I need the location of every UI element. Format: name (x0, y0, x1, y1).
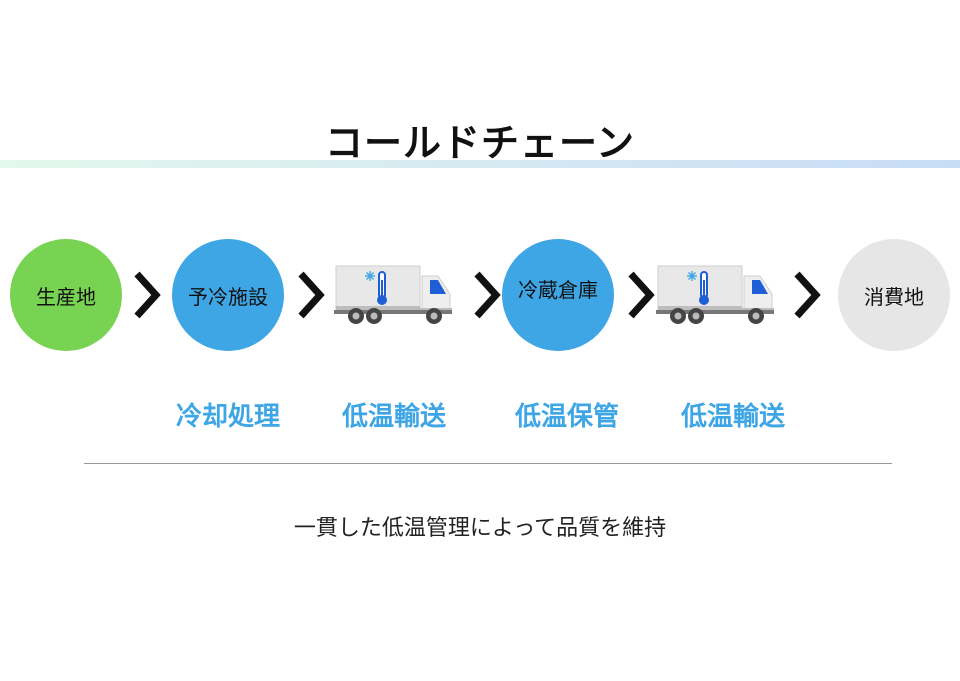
chevron-right-icon (474, 271, 501, 319)
snowflake-icon (365, 271, 375, 281)
chevron-right-icon (794, 271, 821, 319)
node-production-site: 生産地 (10, 239, 122, 351)
snowflake-icon (687, 271, 697, 281)
summary-text: 一貫した低温管理によって品質を維持 (293, 516, 667, 541)
node-cold-storage-warehouse: 冷蔵倉庫 (502, 239, 614, 351)
chevron-right-icon (628, 271, 655, 319)
node-consumption-site: 消費地 (838, 239, 950, 351)
process-label-low-temp-transport: 低温輸送 (341, 402, 446, 432)
chevron-right-icon (134, 271, 161, 319)
thermometer-icon (377, 271, 387, 305)
process-label-low-temp-transport: 低温輸送 (680, 402, 785, 432)
page-title: コールドチェーン (324, 121, 636, 165)
chevron-right-icon (298, 271, 325, 319)
divider-line (84, 463, 892, 464)
thermometer-icon (699, 271, 709, 305)
title-gradient-bar (0, 160, 960, 168)
node-precooling-facility: 予冷施設 (172, 239, 284, 351)
process-label-low-temp-storage: 低温保管 (514, 402, 619, 432)
refrigerated-truck-icon (656, 265, 774, 324)
refrigerated-truck-icon (334, 265, 452, 324)
process-label-cooling: 冷却処理 (175, 402, 280, 432)
